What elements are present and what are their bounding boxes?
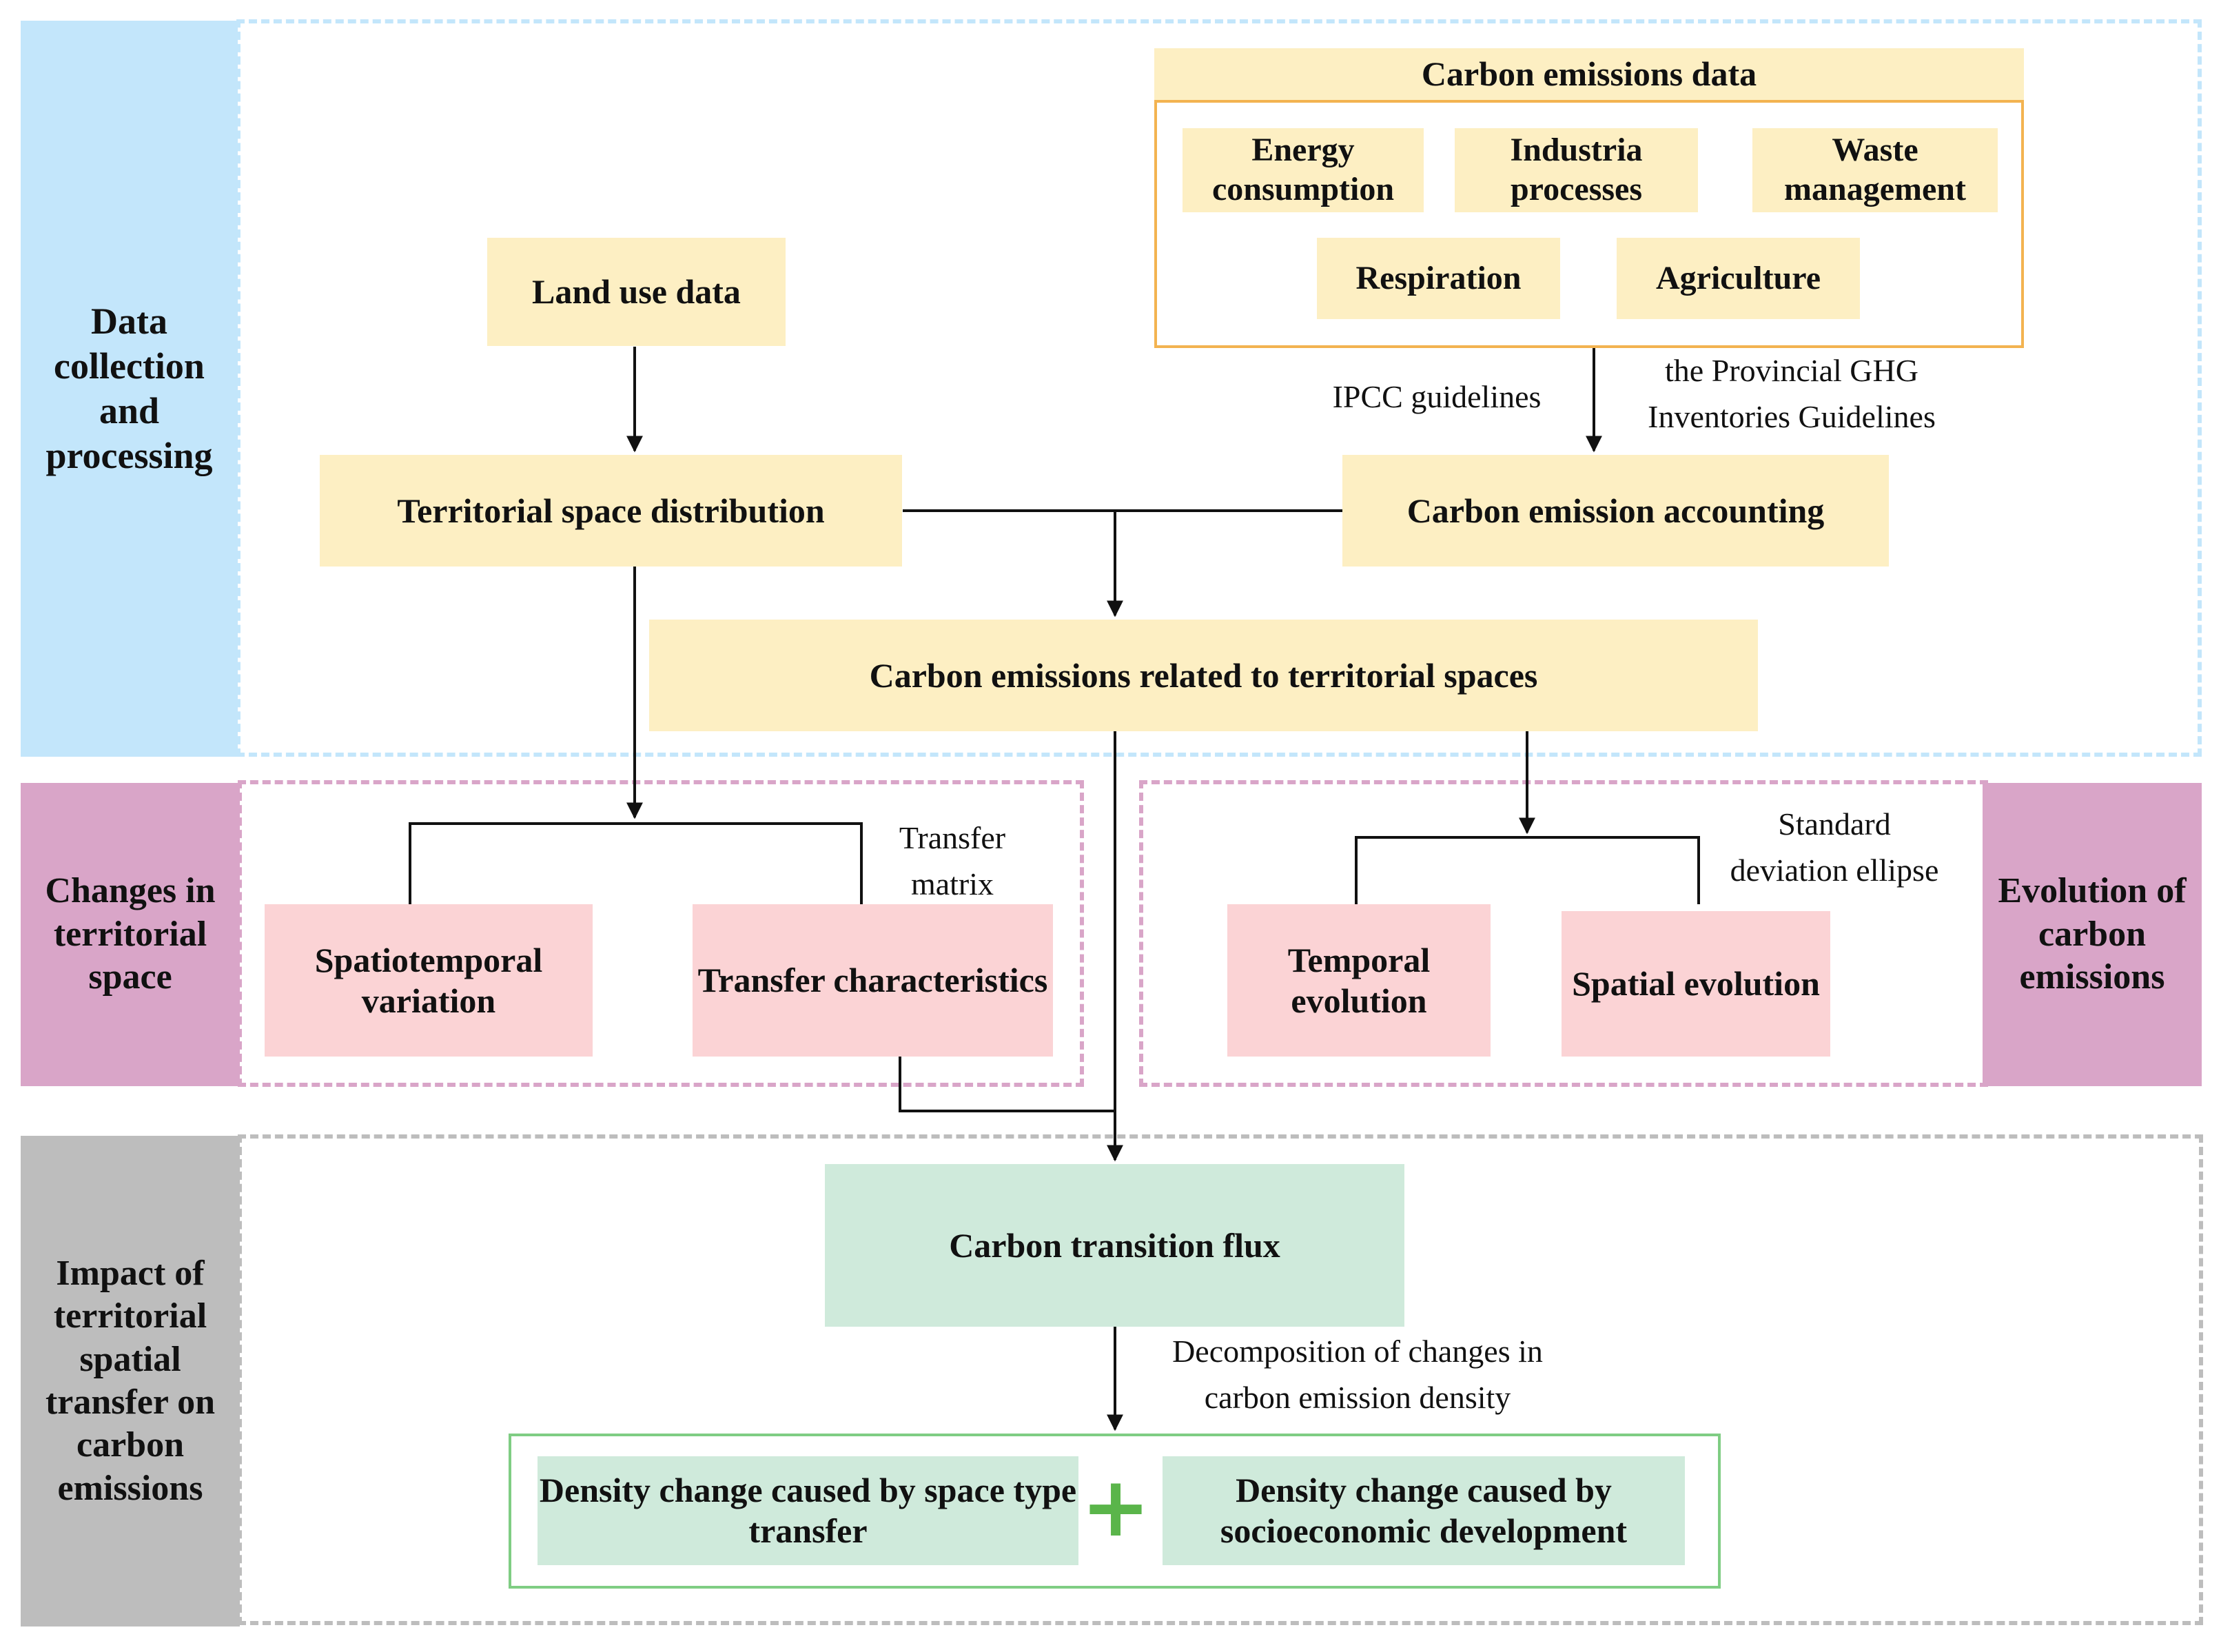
density-socioeconomic-box: Density change caused by socioeconomic d…: [1163, 1456, 1685, 1565]
impact-region: [238, 1134, 2203, 1625]
impact-label: Impact of territorial spatial transfer o…: [21, 1136, 240, 1626]
land-use-data-box: Land use data: [487, 238, 786, 346]
source-waste: Waste management: [1752, 128, 1998, 212]
plus-sign: +: [1081, 1460, 1151, 1556]
transfer-characteristics-box: Transfer characteristics: [693, 904, 1053, 1057]
spatial-evolution-box: Spatial evolution: [1562, 911, 1830, 1057]
territorial-change-region: [238, 780, 1084, 1087]
source-industrial: Industria processes: [1455, 128, 1698, 212]
spatiotemporal-variation-box: Spatiotemporal variation: [265, 904, 593, 1057]
carbon-accounting-box: Carbon emission accounting: [1342, 455, 1889, 567]
source-energy: Energy consumption: [1183, 128, 1424, 212]
source-respiration: Respiration: [1317, 238, 1560, 319]
data-collection-label: Data collection and processing: [21, 21, 238, 757]
data-collection-region: [236, 19, 2202, 757]
source-agriculture: Agriculture: [1617, 238, 1860, 319]
territorial-change-label: Changes in territorial space: [21, 783, 240, 1086]
carbon-transition-flux-box: Carbon transition flux: [825, 1164, 1404, 1327]
carbon-related-box: Carbon emissions related to territorial …: [649, 620, 1758, 731]
line-transfer-down: [899, 1057, 1115, 1112]
transfer-matrix-label: Transfer matrix: [899, 820, 1006, 901]
std-deviation-ellipse-label: Standard deviation ellipse: [1730, 806, 1939, 888]
bracket-evolution-split: [1355, 836, 1700, 904]
density-space-transfer-box: Density change caused by space type tran…: [538, 1456, 1078, 1565]
territorial-distribution-box: Territorial space distribution: [320, 455, 902, 567]
decomposition-label: Decomposition of changes in carbon emiss…: [1172, 1334, 1543, 1415]
bracket-change-split: [409, 822, 863, 904]
temporal-evolution-box: Temporal evolution: [1227, 904, 1491, 1057]
ipcc-guidelines-label: IPCC guidelines: [1332, 379, 1542, 414]
carbon-data-title: Carbon emissions data: [1154, 48, 2024, 100]
provincial-guidelines-label: the Provincial GHG Inventories Guideline…: [1648, 353, 1936, 434]
evolution-label: Evolution of carbon emissions: [1983, 783, 2202, 1086]
